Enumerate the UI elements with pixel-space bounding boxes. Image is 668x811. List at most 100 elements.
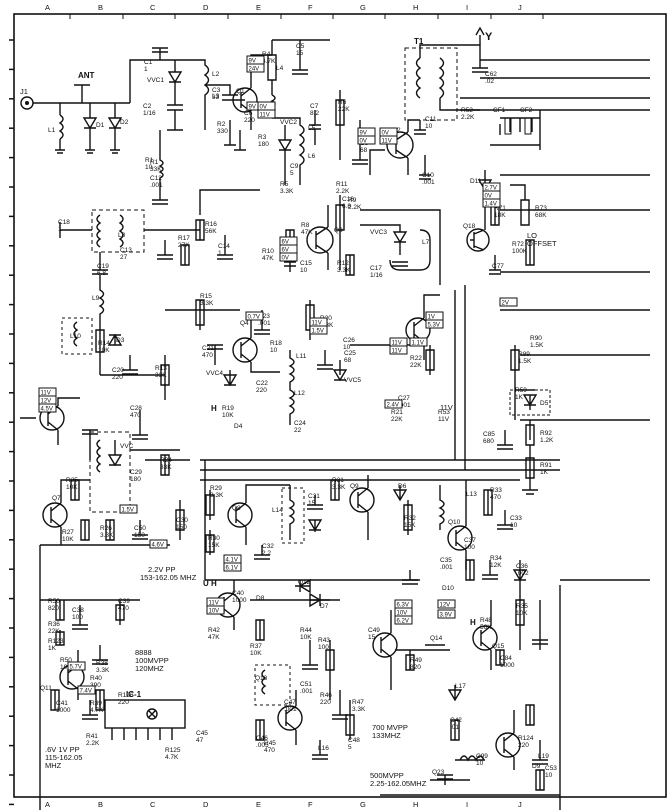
t1-transformer: T1 Y [404, 26, 493, 121]
voltage-value: 6.2V [397, 619, 409, 625]
component-label: D5 [540, 400, 549, 407]
voltage-box [257, 109, 276, 119]
q8-stage [175, 479, 340, 560]
component-label: C23.001 [258, 313, 271, 327]
voltage-box [384, 399, 403, 409]
component-label: L1 [48, 127, 56, 134]
component-label: C46.005 [256, 735, 269, 749]
label-uh: U H [203, 579, 217, 588]
d10-block [512, 560, 548, 650]
voltage-value: 1.5V [122, 508, 134, 514]
l8-stage [59, 189, 260, 275]
q12-stage [205, 578, 420, 641]
voltage-box [206, 605, 225, 615]
voltage-value: 2V [502, 301, 509, 307]
voltage-box [437, 609, 456, 619]
voltage-box [394, 615, 413, 625]
j1-label: J1 [20, 87, 28, 96]
component-label: VVC4 [206, 370, 223, 377]
component-label: CF1 [493, 107, 506, 114]
voltage-value: 9V [360, 131, 367, 137]
first-tuned-stage [152, 47, 245, 205]
right-output-bus [460, 59, 650, 810]
l9-l10-stage [61, 275, 170, 400]
q14-q15-stage [372, 600, 505, 702]
voltage-value: 9V [249, 105, 256, 111]
component-label: L19 [538, 753, 549, 760]
component-label: L7 [422, 239, 430, 246]
column-label-bottom: I [466, 800, 468, 809]
column-label-bottom: A [45, 800, 50, 809]
voltage-value: 1V [428, 315, 435, 321]
component-label: D3 [116, 337, 125, 344]
q3-stage [284, 195, 441, 285]
voltage-value: 6.3V [397, 603, 409, 609]
column-label-bottom: C [150, 800, 156, 809]
q6-oscillator [20, 397, 190, 513]
component-label: L11 [296, 353, 307, 360]
voltage-value: 5.3V [428, 323, 440, 329]
d5-divider-block [497, 345, 551, 495]
voltage-box [389, 345, 408, 355]
voltage-value: 11V [260, 113, 270, 119]
component-label: L12 [294, 390, 305, 397]
label-h-2: H [470, 618, 476, 627]
voltage-value: 11V [312, 321, 322, 327]
component-label: Q13 [255, 675, 268, 682]
component-label: Q4 [240, 320, 249, 327]
q1-stage [224, 39, 330, 151]
component-label: Q18 [463, 223, 476, 230]
column-label-bottom: E [256, 800, 261, 809]
component-label: C47.001 [284, 699, 297, 713]
component-label: Q9 [350, 483, 359, 490]
voltage-value: 1.4V [485, 202, 497, 208]
component-label: D8 [256, 595, 265, 602]
voltage-value: 7.4V [80, 689, 92, 695]
component-label: L4 [276, 65, 284, 72]
component-label: D11 [470, 178, 482, 185]
ant-label: ANT [78, 71, 95, 80]
voltage-value: 0V [382, 131, 389, 137]
column-label-top: G [360, 3, 366, 12]
voltage-value: 2.7V [485, 186, 497, 192]
component-label: CF2 [520, 107, 533, 114]
voltage-value: 11V [392, 341, 402, 347]
component-label: Q15 [492, 643, 505, 650]
